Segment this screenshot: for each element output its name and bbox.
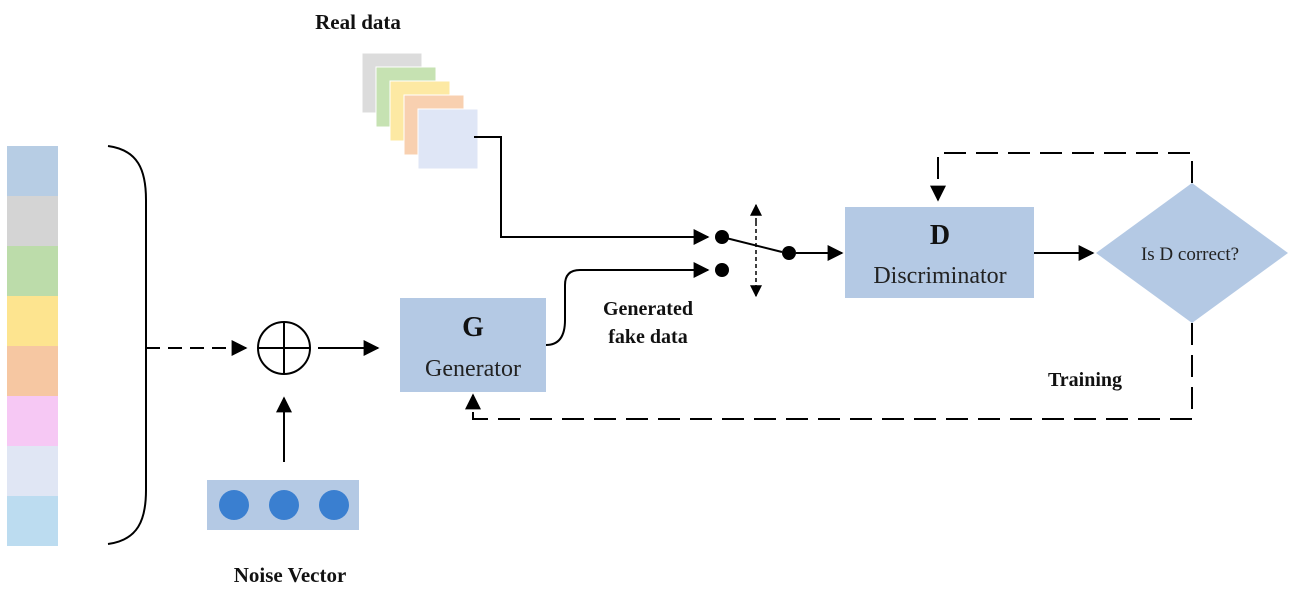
noise-vector: [207, 480, 359, 530]
decision-shape: [1096, 183, 1288, 323]
condition-cell: [7, 196, 58, 246]
condition-cell: [7, 496, 58, 546]
switch-fake-contact: [715, 263, 729, 277]
noise-dot: [269, 490, 299, 520]
noise-vector-label: Noise Vector: [234, 563, 347, 587]
discriminator-letter: D: [930, 220, 950, 251]
feedback-to-discriminator-line: [930, 152, 1193, 202]
switch-output-contact: [782, 246, 796, 260]
decision-question: Is D correct?: [1141, 244, 1239, 265]
generator-block: G Generator: [400, 298, 546, 392]
discriminator-label: Discriminator: [873, 263, 1006, 289]
condition-cell: [7, 296, 58, 346]
combine-operator: [257, 321, 311, 375]
real-data-label: Real data: [315, 10, 401, 34]
generator-to-switch-line: [545, 262, 710, 346]
noise-dot: [319, 490, 349, 520]
real-data-stack: [361, 52, 479, 170]
real-data-sheet: [417, 108, 479, 170]
feedback-to-generator-line: [465, 323, 1193, 420]
condition-cell: [7, 146, 58, 196]
training-label: Training: [1048, 369, 1122, 391]
condition-cell: [7, 346, 58, 396]
generator-letter: G: [462, 312, 484, 343]
discriminator-box: [845, 207, 1034, 298]
condition-cell: [7, 396, 58, 446]
condition-cell: [7, 446, 58, 496]
noise-dot: [219, 490, 249, 520]
condition-vector: [7, 146, 58, 546]
input-switch: [715, 203, 796, 298]
generated-label-line1: Generated: [603, 298, 693, 320]
generator-label: Generator: [425, 356, 521, 382]
generator-box: [400, 298, 546, 392]
discriminator-block: D Discriminator: [845, 207, 1034, 298]
switch-arm: [721, 236, 783, 253]
condition-cell: [7, 246, 58, 296]
bracket: [107, 145, 147, 545]
generated-label-line2: fake data: [608, 326, 687, 348]
real-data-to-switch-line: [474, 136, 710, 245]
decision-diamond: Is D correct?: [1096, 183, 1288, 323]
